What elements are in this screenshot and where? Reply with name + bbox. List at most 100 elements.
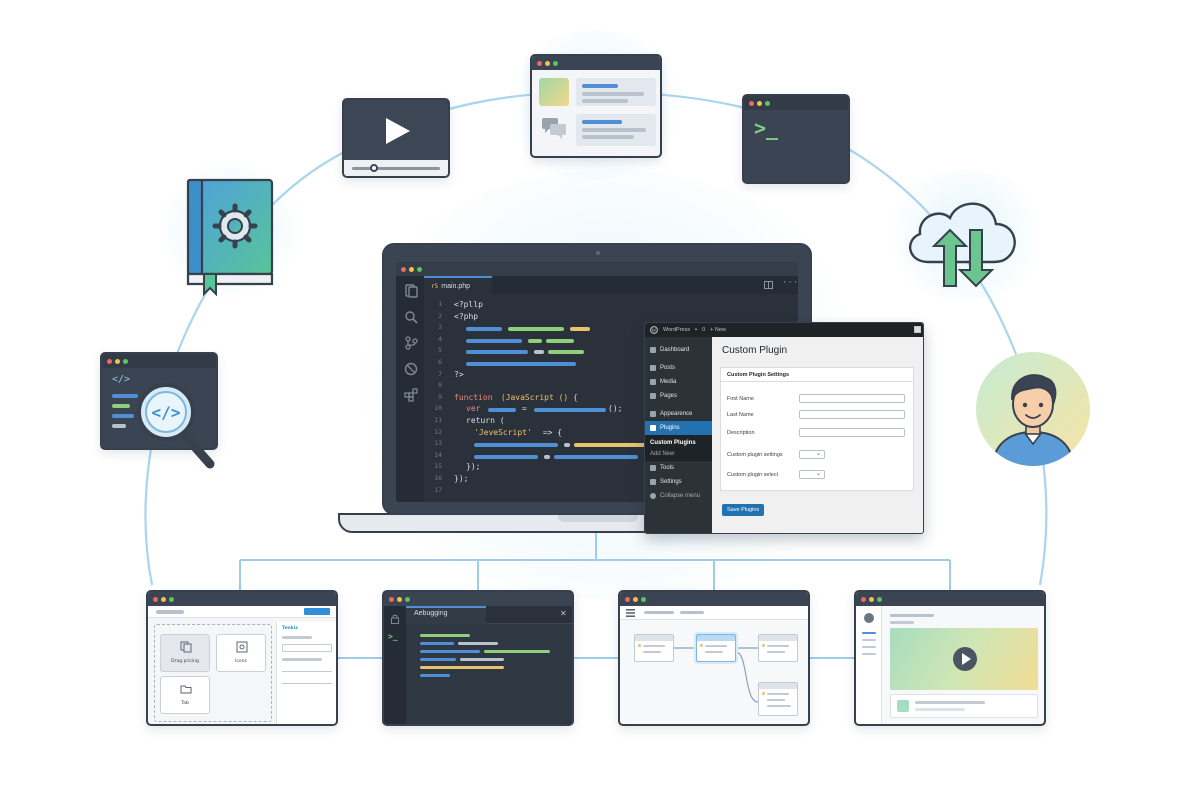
terminal-window: >_ xyxy=(742,94,850,184)
menu-posts[interactable]: Posts xyxy=(645,361,712,375)
console-prompt[interactable]: >_ xyxy=(388,632,398,641)
code-line-10-eq: = xyxy=(522,404,527,414)
brush-icon xyxy=(650,411,656,417)
builder-tile-icons[interactable]: Icons xyxy=(216,634,266,672)
menu-icon[interactable] xyxy=(626,609,635,617)
panel-title: Custom Plugin Settings xyxy=(721,368,913,382)
plugin-icon xyxy=(650,425,656,431)
video-player-window xyxy=(342,98,450,178)
builder-canvas[interactable] xyxy=(154,624,272,722)
page-icon xyxy=(650,393,656,399)
files-icon[interactable] xyxy=(404,284,418,298)
video-thumbnail[interactable] xyxy=(890,628,1038,690)
code-line-9-rest: (JavaScript () { xyxy=(496,392,578,402)
wordpress-admin-window: W WordPress ▪ 0 + New Dashboard Posts Me… xyxy=(644,322,924,534)
code-line-16: }); xyxy=(454,474,469,483)
plugin-select-dropdown[interactable]: ⌄ xyxy=(799,470,825,479)
plugin-settings-select[interactable]: ⌄ xyxy=(799,450,825,459)
builder-tile-tab[interactable]: Tab xyxy=(160,676,210,714)
builder-field-1[interactable] xyxy=(282,644,332,652)
code-line-1: <?pllp xyxy=(454,300,483,309)
menu-appearance[interactable]: Appearence xyxy=(645,407,712,421)
terminal-prompt: >_ xyxy=(754,116,779,140)
tab-label: main.php xyxy=(441,282,471,290)
settings-icon xyxy=(650,479,656,485)
search-icon[interactable] xyxy=(404,310,418,324)
code-line-12-rest: => { xyxy=(538,427,563,437)
more-actions-icon[interactable]: ··· xyxy=(782,278,798,288)
code-tag-label: </> xyxy=(112,374,131,385)
code-line-2: <?php xyxy=(454,311,479,321)
close-icon[interactable]: ✕ xyxy=(560,609,567,618)
first-name-label: First Name xyxy=(727,396,754,402)
lesson-thumbnail xyxy=(897,700,909,712)
page-builder-window: Drag pricing Icons Tab Tenkis xyxy=(146,590,338,726)
split-editor-icon[interactable] xyxy=(764,281,773,289)
menu-tools[interactable]: Tools xyxy=(645,461,712,475)
code-area[interactable]: <?pllp <?php ?> function (JavaScript () … xyxy=(454,300,794,500)
chevron-down-icon: ⌄ xyxy=(815,450,821,457)
tab-main-php[interactable]: r5 main.php xyxy=(424,276,492,294)
wrench-icon xyxy=(650,465,656,471)
first-name-input[interactable] xyxy=(799,394,905,403)
workflow-node-1[interactable] xyxy=(634,634,674,662)
workflow-node-2[interactable] xyxy=(696,634,736,662)
menu-settings[interactable]: Settings xyxy=(645,475,712,489)
workflow-window xyxy=(618,590,810,726)
folder-icon xyxy=(180,685,192,694)
last-name-input[interactable] xyxy=(799,410,905,419)
plugin-select-label: Custom plugin select xyxy=(727,472,779,478)
user-avatar[interactable] xyxy=(914,326,921,333)
comments-icon[interactable]: ▪ xyxy=(695,327,698,333)
builder-select-1[interactable] xyxy=(282,666,332,672)
code-line-10: ver xyxy=(466,404,481,414)
play-button-icon[interactable] xyxy=(952,646,978,672)
debugging-window: >_ Aebugging ✕ xyxy=(382,590,574,726)
builder-tile-drag-pricing[interactable]: Drag pricing xyxy=(160,634,210,672)
builder-publish-button[interactable] xyxy=(304,608,330,615)
menu-plugins[interactable]: Plugins xyxy=(645,421,712,435)
submenu-add-new[interactable]: Add New xyxy=(650,450,675,457)
dashboard-icon xyxy=(650,347,656,353)
menu-media[interactable]: Media xyxy=(645,375,712,389)
chat-window xyxy=(530,54,662,158)
copy-icon xyxy=(180,641,192,653)
debug-tab-title[interactable]: Aebugging xyxy=(414,610,448,617)
workflow-node-4[interactable] xyxy=(758,682,798,716)
save-plugins-button[interactable]: Save Plugins xyxy=(722,504,765,516)
collapse-icon xyxy=(650,493,656,499)
php-file-icon: r5 xyxy=(431,282,439,290)
user-avatar[interactable] xyxy=(864,613,874,623)
menu-collapse[interactable]: Collapse menu xyxy=(645,489,712,503)
chevron-down-icon: ⌄ xyxy=(815,470,821,477)
workflow-connectors xyxy=(674,647,759,703)
code-line-10-end: (); xyxy=(608,404,623,414)
builder-select-2[interactable] xyxy=(282,678,332,684)
wordpress-logo-icon[interactable]: W xyxy=(650,326,658,334)
site-title[interactable]: WordPress xyxy=(663,327,691,333)
comments-count: 0 xyxy=(702,327,706,333)
page-title: Custom Plugin xyxy=(722,345,788,356)
workflow-node-3[interactable] xyxy=(758,634,798,662)
settings-panel: Custom Plugin Settings First Name Last N… xyxy=(720,367,914,491)
magnifier-code-icon: </> xyxy=(137,383,215,469)
menu-pages[interactable]: Pages xyxy=(645,389,712,403)
menu-dashboard[interactable]: Dashboard xyxy=(645,343,712,357)
debug-icon[interactable] xyxy=(404,362,418,376)
submenu-custom-plugins[interactable]: Custom Plugins xyxy=(650,439,696,446)
description-input[interactable] xyxy=(799,428,905,437)
lock-icon[interactable] xyxy=(390,614,400,624)
cloud-sync-icon xyxy=(909,202,1016,288)
video-lesson-window xyxy=(854,590,1046,726)
code-line-15: }); xyxy=(466,462,481,472)
chat-bubbles-icon xyxy=(542,118,566,139)
extensions-icon[interactable] xyxy=(404,388,418,402)
new-content-link[interactable]: + New xyxy=(710,327,726,333)
builder-sidebar: Tenkis xyxy=(276,622,336,724)
developer-avatar xyxy=(976,352,1090,466)
code-line-11: return ( xyxy=(466,416,505,425)
description-label: Description xyxy=(727,430,755,436)
svg-text:</>: </> xyxy=(152,403,181,422)
source-control-icon[interactable] xyxy=(404,336,418,350)
